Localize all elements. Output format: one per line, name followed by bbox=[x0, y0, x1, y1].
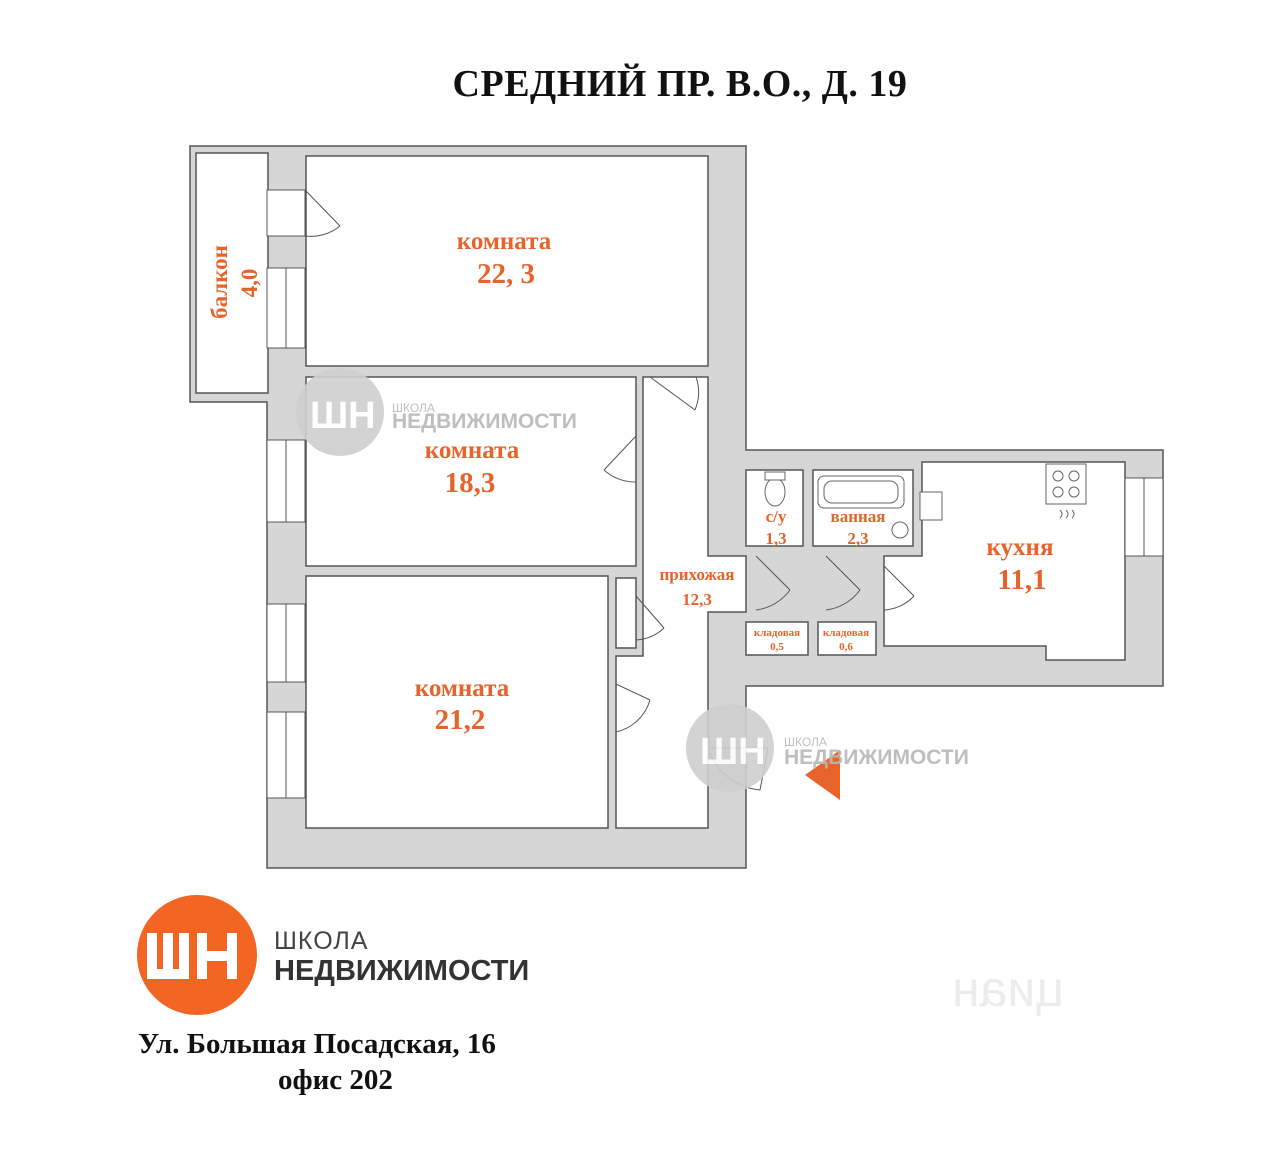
watermark-1: ШН ШКОЛА НЕДВИЖИМОСТИ bbox=[296, 368, 577, 456]
office-number: офис 202 bbox=[278, 1064, 393, 1096]
svg-text:ШН: ШН bbox=[310, 395, 376, 437]
room-3 bbox=[305, 575, 609, 829]
kitchen-name: кухня bbox=[987, 534, 1054, 561]
room1-area: 22, 3 bbox=[477, 258, 535, 290]
sink-icon bbox=[919, 491, 943, 521]
balcony-name: балкон bbox=[207, 245, 232, 319]
balcony-area: 4,0 bbox=[237, 269, 262, 298]
hallway-area: 12,3 bbox=[682, 590, 712, 609]
fixtures bbox=[764, 463, 1087, 539]
storage-room-1 bbox=[745, 621, 809, 656]
windows bbox=[266, 267, 1164, 799]
svg-text:ШН: ШН bbox=[700, 731, 766, 773]
logo-text-line1: ШКОЛА bbox=[274, 927, 369, 955]
entrance-arrow-icon bbox=[805, 750, 840, 800]
storage2-name: кладовая bbox=[823, 627, 869, 639]
room2-name: комната bbox=[425, 437, 520, 464]
bathroom-area: 2,3 bbox=[847, 529, 868, 548]
room-1 bbox=[305, 155, 709, 367]
watermark-1-line2: НЕДВИЖИМОСТИ bbox=[392, 410, 577, 433]
watermark-1-line1: ШКОЛА bbox=[392, 401, 435, 415]
toilet-icon bbox=[764, 477, 786, 507]
room2-area: 18,3 bbox=[445, 467, 496, 499]
closet bbox=[615, 577, 637, 649]
storage-room-2 bbox=[817, 621, 877, 656]
wc-area: 1,3 bbox=[765, 529, 786, 548]
corner-watermark: циан bbox=[952, 961, 1064, 1017]
logo-circle-icon bbox=[137, 895, 257, 1015]
room3-area: 21,2 bbox=[435, 704, 486, 736]
company-logo: ШКОЛА НЕДВИЖИМОСТИ bbox=[137, 895, 557, 1025]
watermark-2-line2: НЕДВИЖИМОСТИ bbox=[784, 746, 969, 769]
storage2-area: 0,6 bbox=[839, 641, 853, 653]
kitchen-area: 11,1 bbox=[997, 564, 1046, 596]
room-interiors bbox=[195, 152, 1126, 829]
hallway-room bbox=[615, 376, 747, 829]
watermark-2-line1: ШКОЛА bbox=[784, 735, 827, 749]
watermark-2: ШН ШКОЛА НЕДВИЖИМОСТИ bbox=[686, 704, 969, 792]
logo-glyph-icon bbox=[147, 933, 237, 979]
office-address: Ул. Большая Посадская, 16 bbox=[138, 1028, 496, 1060]
storage1-area: 0,5 bbox=[770, 641, 784, 653]
logo-text-line2: НЕДВИЖИМОСТИ bbox=[274, 955, 530, 987]
room3-name: комната bbox=[415, 675, 510, 702]
room1-name: комната bbox=[457, 228, 552, 255]
balcony-room bbox=[195, 152, 269, 394]
wc-name: с/у bbox=[766, 507, 787, 526]
bathroom-name: ванная bbox=[831, 507, 886, 526]
storage1-name: кладовая bbox=[754, 627, 800, 639]
plan-title: СРЕДНИЙ ПР. В.О., Д. 19 bbox=[452, 63, 908, 105]
hallway-name: прихожая bbox=[660, 565, 735, 584]
stove-icon bbox=[1045, 463, 1087, 505]
